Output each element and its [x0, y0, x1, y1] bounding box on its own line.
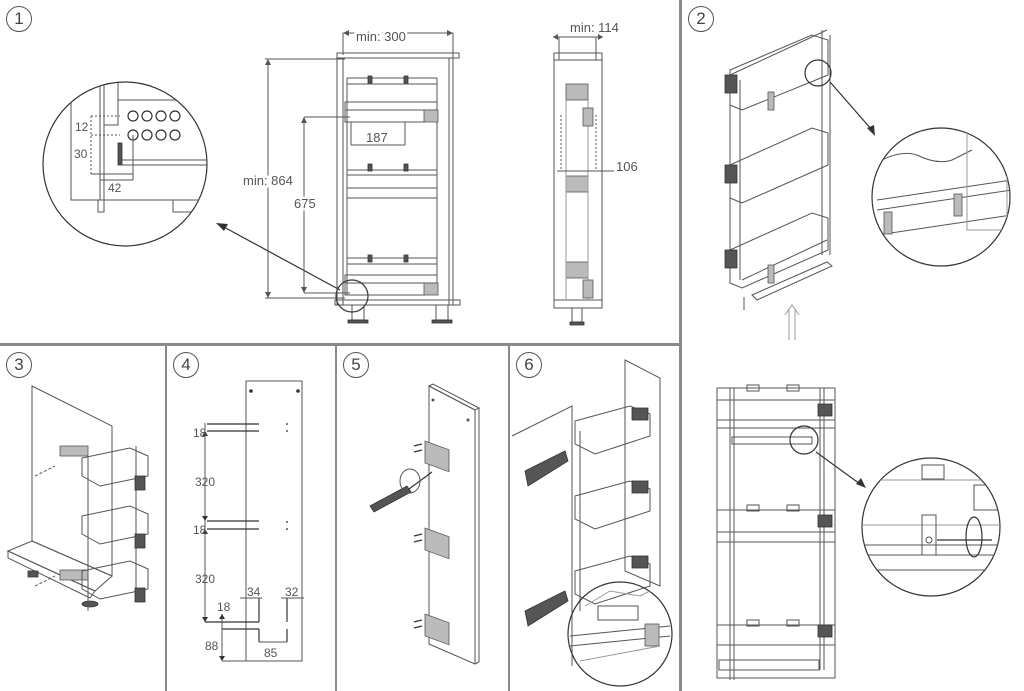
dim-88: 88 [205, 639, 219, 653]
step-5-badge: 5 [343, 352, 369, 378]
step-2-badge: 2 [688, 6, 714, 32]
dim-106: 106 [616, 159, 638, 174]
detail-circle [42, 81, 208, 247]
divider-4-5 [335, 345, 337, 691]
horizontal-divider [0, 343, 680, 346]
dim-18-top: 18 [193, 426, 207, 440]
dim-min-864: min: 864 [243, 173, 293, 188]
dim-detail-42: 42 [108, 181, 122, 195]
detail-circle-bottom [861, 457, 1001, 597]
leader-arrow-icon [216, 223, 228, 231]
dim-detail-12: 12 [75, 120, 89, 134]
step-3-badge: 3 [6, 352, 32, 378]
divider-3-4 [165, 345, 167, 691]
dim-34: 34 [247, 585, 261, 599]
side-panel [31, 385, 113, 577]
basket-frame-front [716, 384, 866, 680]
dim-187: 187 [366, 130, 388, 145]
step-6-badge: 6 [516, 352, 542, 378]
vertical-divider-main [679, 0, 682, 691]
dim-675: 675 [294, 196, 316, 211]
dim-320-bottom: 320 [195, 572, 215, 586]
step-1-drawing: 12 30 42 [42, 20, 638, 326]
dim-85: 85 [264, 646, 278, 660]
screwdriver-icon [369, 468, 433, 513]
step-4-drawing [202, 380, 304, 662]
basket-frame-isometric [724, 29, 875, 340]
step-1-panel: 1 [0, 0, 680, 345]
front-panel [624, 359, 661, 587]
step-5-drawing [369, 383, 481, 665]
rotate-icon [965, 516, 983, 558]
dim-min-300: min: 300 [356, 29, 406, 44]
detail-circle [567, 581, 673, 687]
dim-detail-30: 30 [74, 147, 88, 161]
step-2-drawing [716, 29, 1011, 680]
arrow-icon-2 [856, 478, 866, 488]
cabinet-front-view [265, 30, 461, 324]
cabinet-side-view [553, 34, 614, 326]
dim-320-top: 320 [195, 475, 215, 489]
step-5-panel: 5 [337, 346, 508, 691]
dim-32: 32 [285, 585, 299, 599]
side-panel [511, 405, 573, 666]
arrow-icon [867, 125, 875, 136]
step-4-labels: 18 320 18 320 18 34 32 88 85 [193, 426, 299, 660]
step-1-badge: 1 [6, 6, 32, 32]
step-2-panel: 2 [682, 0, 1024, 691]
dim-18-middle: 18 [193, 523, 207, 537]
dim-18-bottom: 18 [217, 600, 231, 614]
step-6-drawing [511, 359, 673, 687]
step-3-panel: 3 [0, 346, 165, 691]
divider-5-6 [508, 345, 510, 691]
step-6-panel: 6 [510, 346, 679, 691]
step-4-panel: 4 18 320 18 320 18 34 32 88 [167, 346, 335, 691]
step-4-badge: 4 [173, 352, 199, 378]
detail-circle-top [871, 127, 1011, 267]
step-3-drawing [6, 385, 149, 611]
dim-min-114: min: 114 [570, 20, 619, 35]
detail-leader-line [221, 225, 341, 291]
